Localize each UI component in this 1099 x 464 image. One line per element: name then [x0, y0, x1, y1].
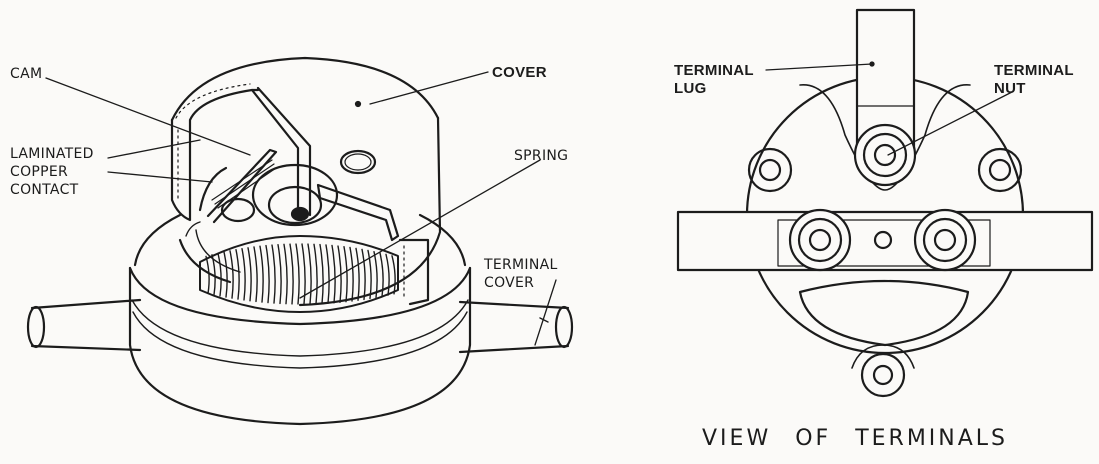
spring-coil-turn — [223, 251, 228, 298]
spring-coil-turn — [325, 244, 330, 304]
label-terminal-nut-2: NUT — [994, 80, 1026, 97]
terminal-view — [676, 8, 1094, 398]
label-cover: COVER — [492, 64, 547, 81]
label-terminal-cover-2: COVER — [484, 275, 535, 291]
spring-coil-turn — [271, 244, 276, 304]
leader-lines — [45, 71, 557, 346]
spring-coil-turn — [361, 248, 366, 301]
label-terminal-nut-1: TERMINAL — [994, 62, 1074, 79]
mounting-hole — [747, 147, 1023, 398]
label-terminal-lug-1: TERMINAL — [674, 62, 754, 79]
cutaway-wall — [170, 83, 430, 306]
label-terminal-lug-2: LUG — [674, 80, 707, 97]
caption-word: VIEW — [702, 426, 772, 451]
spring-coil-turn — [211, 254, 216, 296]
spring-coil-turn — [277, 243, 282, 305]
spring-coil-turn — [265, 244, 270, 304]
spring-coil-turn — [217, 252, 222, 297]
spring-coil-turn — [355, 247, 360, 301]
spring-coil-turn — [307, 243, 312, 305]
spring-coil-turn — [367, 249, 372, 300]
cover — [170, 56, 442, 307]
spring-coil-turn — [349, 246, 354, 302]
spring-coil — [199, 235, 399, 313]
spring-coil-turn — [247, 247, 252, 302]
spring-coil-turn — [259, 245, 264, 303]
spring-coil-turn — [295, 243, 300, 305]
spring-coil-turn — [253, 246, 258, 303]
spring-coil-turn — [235, 249, 240, 300]
spring-coil-turn — [283, 243, 288, 305]
label-laminated-2: COPPER — [10, 164, 69, 180]
lower-slot — [798, 279, 970, 347]
spring-coil-turn — [313, 243, 318, 305]
caption-word: OF — [795, 426, 832, 451]
label-laminated-3: CONTACT — [10, 182, 79, 198]
spring-coil-turn — [379, 252, 384, 298]
spring-coil-turn — [385, 253, 390, 296]
contact-arm — [316, 183, 400, 242]
assembly-cutaway — [26, 56, 574, 426]
inner-rings — [178, 221, 241, 284]
label-spring: SPRING — [514, 148, 569, 164]
spring-coil-turn — [301, 243, 306, 305]
label-cam: CAM — [10, 66, 43, 82]
caption-word: TERMINALS — [855, 426, 1009, 451]
spring-coil-turn — [205, 255, 210, 295]
spring-coil-turn — [319, 243, 324, 305]
label-terminal-cover-1: TERMINAL — [484, 257, 558, 273]
leader-lines-right — [765, 61, 1013, 156]
base-body — [128, 213, 472, 426]
cam-boss — [198, 148, 339, 227]
terminal-nut — [788, 123, 977, 272]
label-laminated-1: LAMINATED — [10, 146, 94, 162]
spring-coil-turn — [373, 250, 378, 299]
spring-coil-turn — [343, 246, 348, 303]
spring-coil-turn — [229, 250, 234, 299]
terminal-bar — [676, 210, 1094, 272]
caption-view-of-terminals: VIEW OF TERMINALS — [702, 426, 1008, 451]
spring-coil-turn — [331, 244, 336, 304]
terminal-cover-tube — [26, 298, 574, 354]
spring-coil-turn — [391, 255, 396, 295]
spring-coil-turn — [289, 243, 294, 305]
spring-coil-turn — [241, 248, 246, 301]
